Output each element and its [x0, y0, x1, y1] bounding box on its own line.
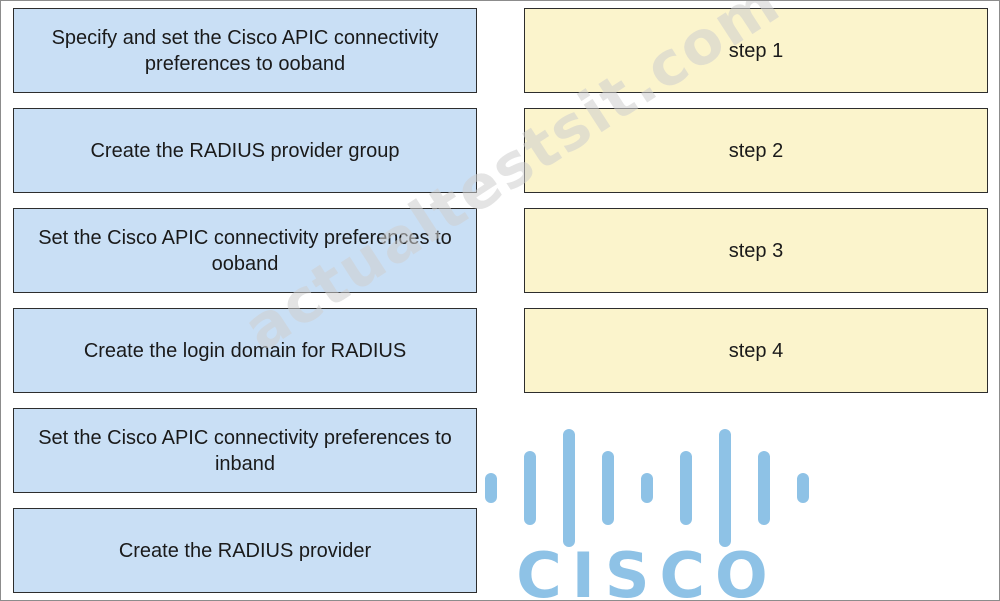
answer-label: Create the login domain for RADIUS — [83, 339, 407, 362]
cisco-logo: CISCO — [485, 429, 809, 599]
answer-box-radius-provider[interactable]: Create the RADIUS provider — [13, 508, 477, 593]
step-label: step 3 — [728, 239, 784, 262]
step-label: step 4 — [728, 339, 784, 362]
answer-label: Set the Cisco APIC connectivity preferen… — [38, 426, 452, 475]
answer-box-set-ooband[interactable]: Set the Cisco APIC connectivity preferen… — [13, 208, 477, 293]
step-slot-2[interactable]: step 2 — [524, 108, 988, 193]
step-slot-3[interactable]: step 3 — [524, 208, 988, 293]
answer-box-radius-provider-group[interactable]: Create the RADIUS provider group — [13, 108, 477, 193]
step-label: step 1 — [728, 39, 784, 62]
cisco-logo-wordmark: CISCO — [516, 539, 777, 599]
step-slot-4[interactable]: step 4 — [524, 308, 988, 393]
answer-box-specify-ooband[interactable]: Specify and set the Cisco APIC connectiv… — [13, 8, 477, 93]
answer-box-set-inband[interactable]: Set the Cisco APIC connectivity preferen… — [13, 408, 477, 493]
answer-label: Create the RADIUS provider group — [90, 139, 400, 162]
step-slot-1[interactable]: step 1 — [524, 8, 988, 93]
answer-label: Specify and set the Cisco APIC connectiv… — [51, 26, 439, 75]
answer-label: Create the RADIUS provider — [118, 539, 372, 562]
cisco-logo-bars — [485, 429, 809, 547]
answer-box-login-domain[interactable]: Create the login domain for RADIUS — [13, 308, 477, 393]
step-label: step 2 — [728, 139, 784, 162]
answer-label: Set the Cisco APIC connectivity preferen… — [38, 226, 452, 275]
